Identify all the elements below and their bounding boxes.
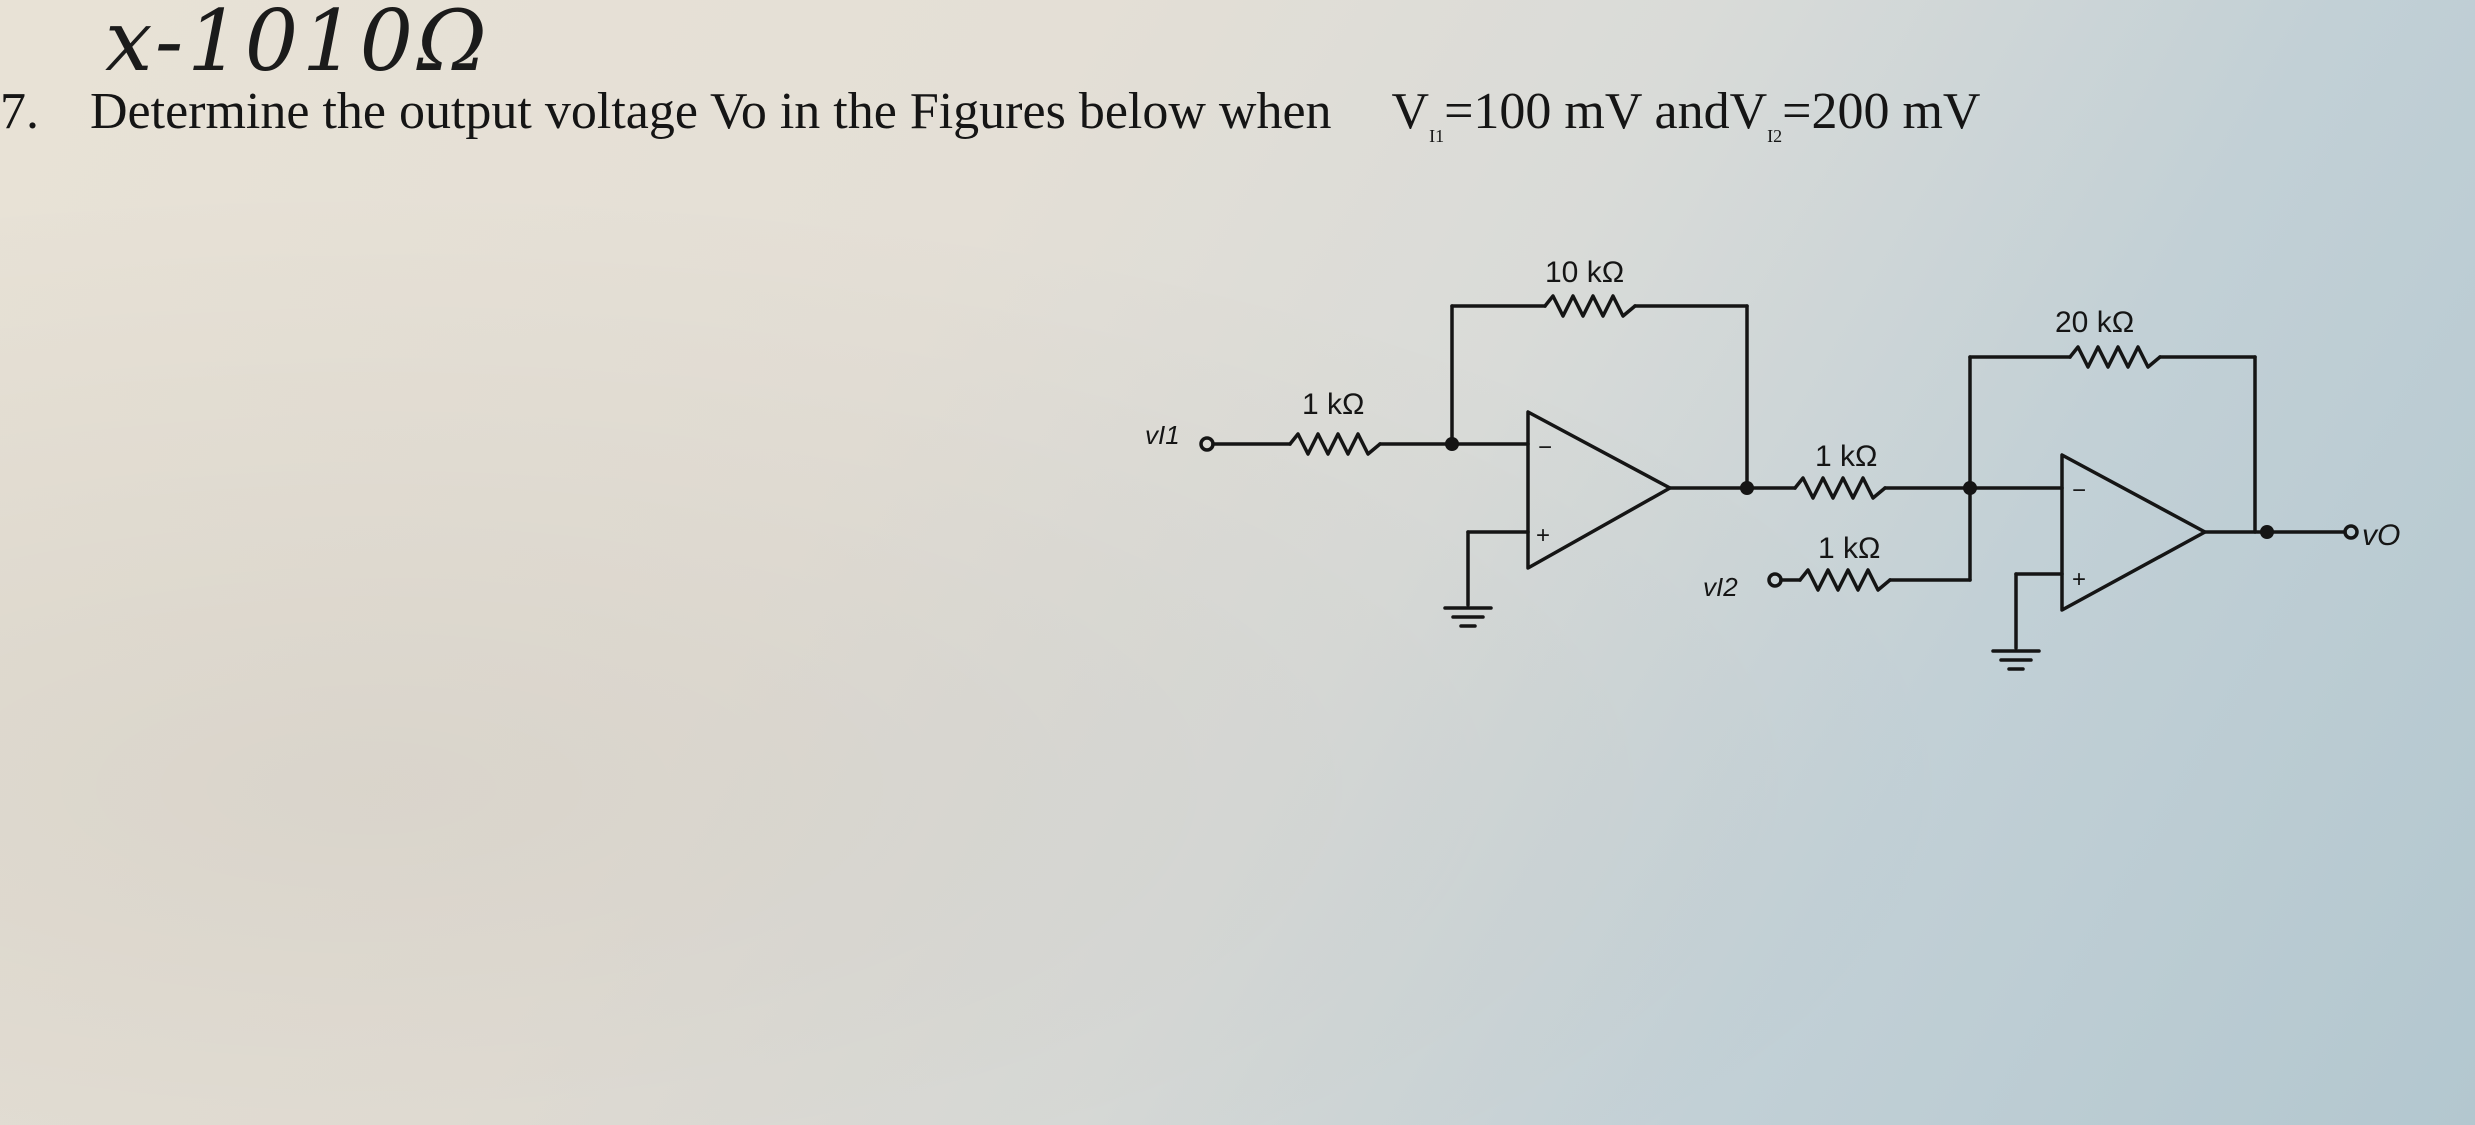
r-in1-label: 1 kΩ (1302, 388, 1364, 421)
v1-symbol: V (1391, 83, 1430, 140)
v2-value: =200 mV (1782, 83, 1981, 140)
question-prompt: Determine the output voltage Vo in the F… (90, 83, 1332, 140)
question-text: 7. Determine the output voltage Vo in the… (0, 82, 2300, 147)
opamp2-plus: + (2072, 566, 2086, 593)
opamp1 (1526, 410, 1672, 570)
input1-terminal (1199, 436, 1215, 452)
r-feedback1-label: 10 kΩ (1545, 256, 1624, 289)
opamp1-minus: − (1538, 434, 1552, 461)
junction-output1 (1740, 481, 1754, 495)
junction-inverting2 (1963, 481, 1977, 495)
output-terminal (2343, 524, 2359, 540)
r-feedback2-label: 20 kΩ (2055, 306, 2134, 339)
v1-value: =100 mV (1444, 83, 1642, 140)
v1-subscript: I1 (1429, 126, 1445, 146)
question-number: 7. (0, 83, 39, 140)
r-in2b-label: 1 kΩ (1818, 532, 1880, 565)
opamp2-minus: − (2072, 477, 2086, 504)
r-in2a-label: 1 kΩ (1815, 440, 1877, 473)
v2-subscript: I2 (1767, 126, 1783, 146)
r-in2b-resistor (1798, 568, 1892, 592)
input1-label: vI1 (1145, 420, 1180, 450)
r-in1-resistor (1288, 432, 1382, 456)
input2-terminal (1767, 572, 1783, 588)
r-feedback1-resistor (1543, 294, 1637, 318)
handwritten-annotation: x-1010Ω (105, 0, 491, 90)
r-in2a-resistor (1793, 476, 1887, 500)
and-word: and (1654, 83, 1730, 140)
opamp1-plus: + (1536, 522, 1550, 549)
output-label: vO (2362, 519, 2400, 552)
junction-output2 (2260, 525, 2274, 539)
input2-label: vI2 (1703, 572, 1738, 602)
r-feedback2-resistor (2068, 345, 2162, 369)
junction-inverting1 (1445, 437, 1459, 451)
v2-symbol: V (1729, 83, 1768, 140)
opamp2 (2060, 453, 2207, 612)
